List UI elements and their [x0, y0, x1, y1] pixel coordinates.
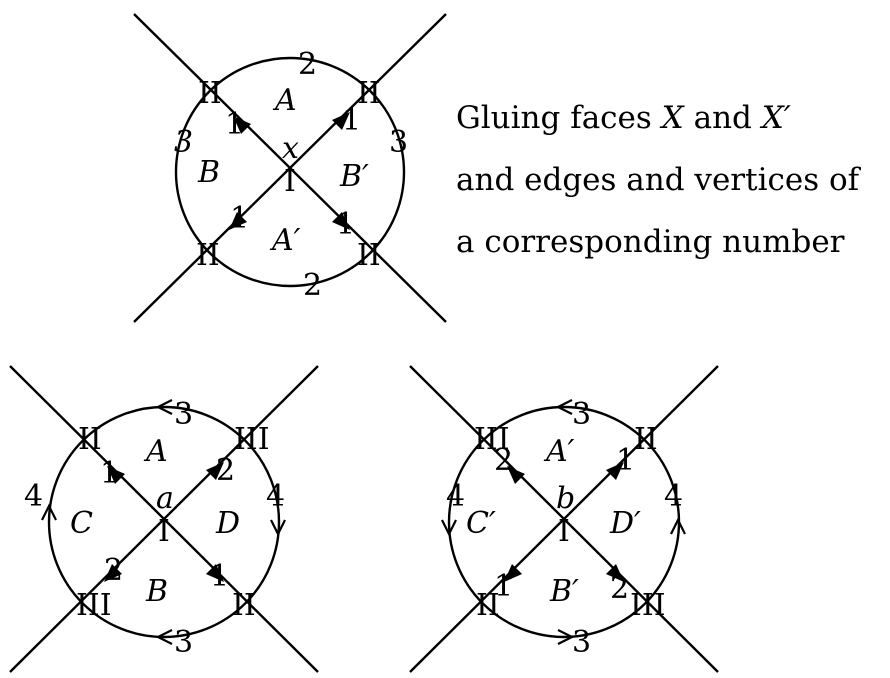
bl-vertex-nw: II	[78, 422, 102, 457]
br-chevron-top	[555, 399, 573, 415]
caption-line-1-prefix: Gluing faces	[456, 100, 662, 136]
top-diagram: II II II II x I A B A′ B′ 1 1 1 1 2 3 2 …	[133, 13, 447, 323]
br-arc-label-left: 4	[446, 479, 465, 514]
bl-vertex-se: II	[232, 588, 256, 623]
br-face-d-prime: D′	[609, 506, 641, 541]
bl-face-c: C	[70, 506, 93, 541]
bl-arrow-ne	[206, 462, 224, 480]
caption-var-x-prime: X′	[760, 100, 791, 136]
top-arc-label-left: 3	[174, 125, 193, 160]
bl-arc-label-left: 4	[24, 479, 43, 514]
bl-vertex-ne: III	[234, 422, 270, 457]
caption-line-3: a corresponding number	[456, 224, 845, 260]
top-spoke-label-ne: 1	[342, 103, 361, 138]
top-face-b-prime: B′	[339, 159, 369, 194]
top-circle	[174, 56, 406, 288]
br-center-vertex: I	[558, 514, 570, 549]
bl-center-vertex: I	[158, 514, 170, 549]
bl-arc-label-top: 3	[174, 397, 193, 432]
top-arrow-nw	[233, 116, 251, 134]
br-arrow-ne	[606, 462, 624, 480]
br-chevron-right	[670, 517, 686, 535]
top-arc-label-bottom: 2	[303, 268, 322, 303]
bl-chevron-top	[155, 399, 173, 415]
top-arrow-se	[332, 212, 350, 230]
bl-arrow-nw	[107, 466, 125, 484]
top-spoke-label-se: 1	[336, 207, 355, 242]
br-diagonal-2	[409, 365, 719, 673]
br-arrow-sw	[504, 564, 522, 582]
caption: Gluing faces X and X′ and edges and vert…	[456, 100, 862, 260]
br-vertex-nw: III	[474, 422, 510, 457]
top-spoke-label-nw: 1	[225, 107, 244, 142]
br-face-a-prime: A′	[543, 434, 575, 469]
br-spoke-label-sw: 1	[494, 569, 513, 604]
bl-face-d: D	[215, 506, 240, 541]
bl-face-b: B	[145, 574, 168, 609]
top-face-a-prime: A′	[269, 223, 301, 258]
caption-var-x: X	[660, 100, 686, 136]
bl-center-label: a	[156, 481, 174, 516]
br-center-label: b	[556, 481, 575, 516]
top-center-vertex: I	[284, 164, 296, 199]
bl-circle	[47, 405, 281, 639]
bl-spoke-label-nw: 1	[100, 456, 119, 491]
bl-spoke-label-se: 1	[210, 559, 229, 594]
top-vertex-ne: II	[357, 76, 381, 111]
top-arc-label-top: 2	[298, 47, 317, 82]
br-face-b-prime: B′	[549, 574, 579, 609]
br-arc-label-bottom: 3	[572, 625, 591, 660]
br-spoke-label-se: 2	[610, 571, 629, 606]
br-vertex-sw: II	[476, 588, 500, 623]
top-vertex-nw: II	[198, 76, 222, 111]
bl-face-a: A	[143, 434, 168, 469]
caption-line-1-mid: and	[684, 100, 762, 136]
br-arc-label-top: 3	[572, 397, 591, 432]
top-vertex-sw: II	[196, 238, 220, 273]
br-arrow-nw	[507, 466, 525, 484]
br-face-c-prime: C′	[466, 506, 496, 541]
top-diagonal-2	[133, 13, 447, 323]
bl-vertex-sw: III	[76, 588, 112, 623]
top-center-label: x	[282, 131, 299, 166]
bl-chevron-bottom	[155, 629, 173, 645]
top-spoke-label-sw: 1	[230, 201, 249, 236]
br-arc-label-right: 4	[664, 479, 683, 514]
br-spoke-label-ne: 1	[616, 443, 635, 478]
top-face-a: A	[272, 83, 297, 118]
bl-chevron-left	[41, 503, 57, 521]
br-chevron-left	[441, 519, 457, 537]
bl-arc-label-right: 4	[266, 479, 285, 514]
bl-spoke-label-sw: 2	[104, 553, 123, 588]
top-vertex-se: II	[357, 238, 381, 273]
br-arrow-se	[606, 564, 624, 582]
bl-arrow-sw	[104, 564, 122, 582]
br-vertex-se: III	[630, 588, 666, 623]
bottom-right-diagram: III II II III b I A′ C′ D′ B′ 2 1 1 2 3 …	[409, 365, 719, 673]
bl-arc-label-bottom: 3	[174, 625, 193, 660]
bl-spoke-label-ne: 2	[216, 453, 235, 488]
top-arrow-ne	[332, 112, 350, 130]
bl-diagonal-2	[9, 365, 319, 673]
bottom-left-diagram: II III III II a I A C D B 1 2 2 1 3 4 4 …	[9, 365, 319, 673]
bl-chevron-right	[270, 519, 286, 537]
top-arrow-sw	[229, 212, 247, 230]
br-chevron-bottom	[557, 629, 575, 645]
top-arc-label-right: 3	[389, 125, 408, 160]
caption-line-2: and edges and vertices of	[456, 162, 862, 198]
br-spoke-label-nw: 2	[494, 443, 513, 478]
bl-arrow-se	[206, 564, 224, 582]
caption-line-1: Gluing faces X and X′	[456, 100, 791, 136]
top-face-b: B	[197, 155, 220, 190]
br-vertex-ne: II	[634, 422, 658, 457]
